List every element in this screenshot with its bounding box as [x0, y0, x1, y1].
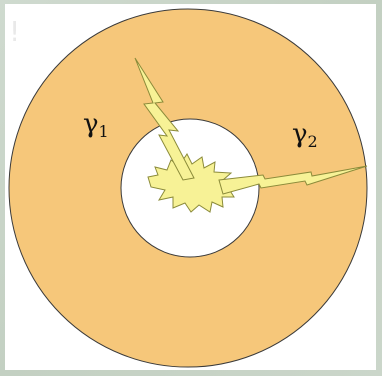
gamma1-symbol: γ — [83, 109, 99, 139]
corner-exclamation-mark: ! — [9, 18, 20, 46]
gamma2-subscript: 2 — [308, 132, 318, 151]
diagram-panel: ! γ1 γ2 — [5, 4, 376, 370]
annulus-diagram: γ1 γ2 — [5, 4, 376, 370]
gamma2-symbol: γ — [292, 119, 308, 149]
gamma1-subscript: 1 — [99, 122, 109, 141]
